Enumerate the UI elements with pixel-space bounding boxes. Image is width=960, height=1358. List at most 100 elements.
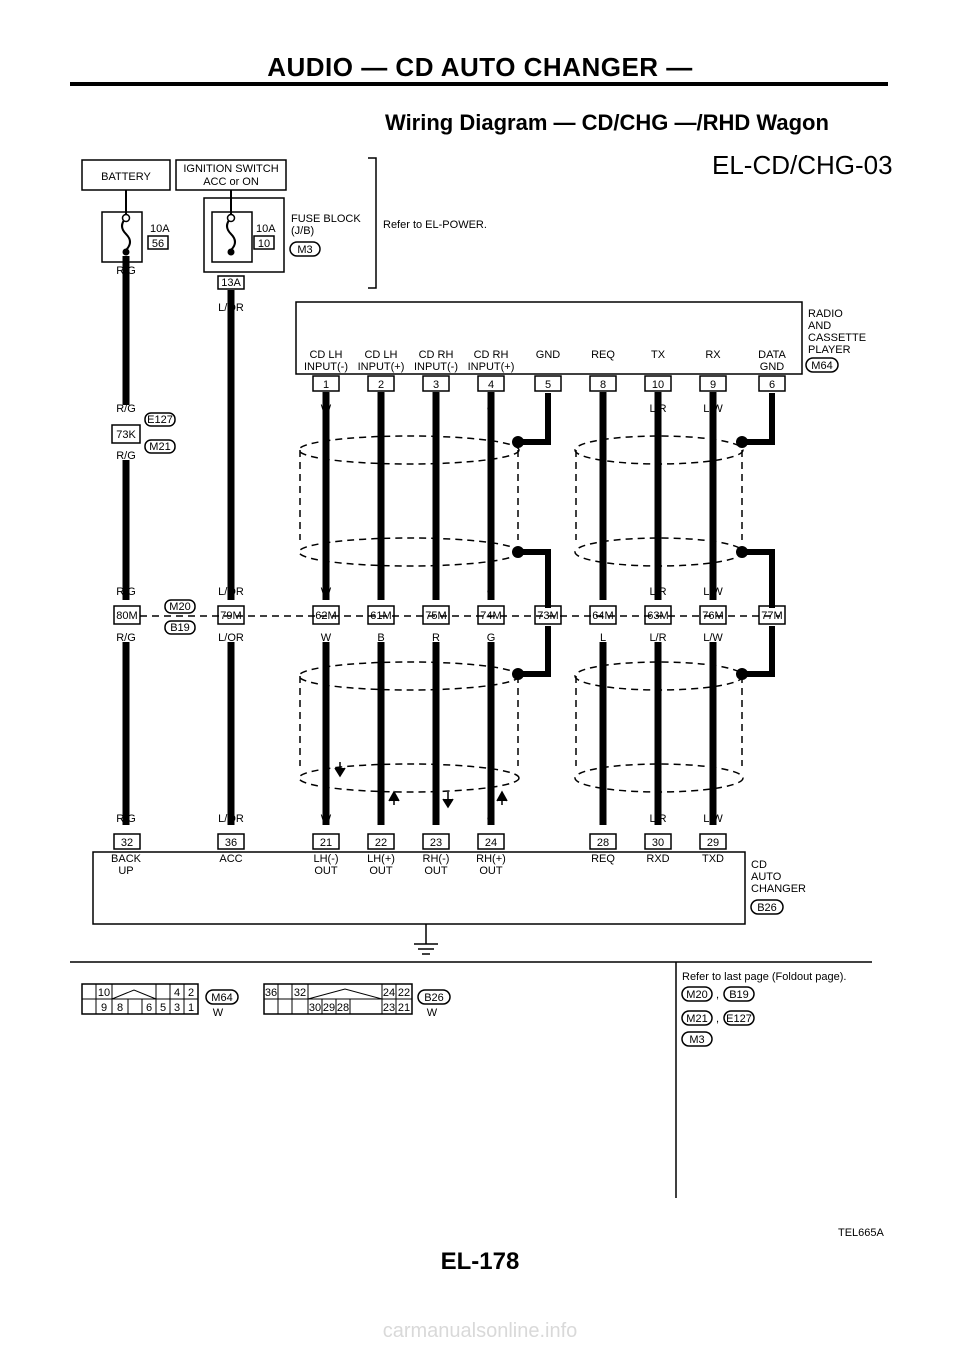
b26-view-color: W — [427, 1007, 438, 1019]
terminal-6-joint: 63M — [647, 610, 668, 622]
terminal-6-label-1: TX — [651, 349, 666, 361]
terminal-4-pin-box — [534, 375, 562, 392]
terminal-2-label-2: INPUT(-) — [414, 361, 458, 373]
watermark: carmanualsonline.info — [382, 1320, 578, 1342]
drain-gnd-low — [520, 626, 551, 677]
conn-m21: M21 — [149, 441, 170, 453]
terminal-2-wire-label-3: R — [432, 632, 440, 644]
terminal-7-wire-label-4: L/W — [703, 813, 723, 825]
arrow-rh-plus — [496, 790, 508, 805]
fuse1-box — [101, 211, 143, 263]
fuse1-number: 56 — [152, 238, 164, 250]
terminal-2-wire-label-2: R — [432, 586, 440, 598]
wire-label-rg-3: R/G — [116, 450, 136, 462]
terminal-6-out-1: RXD — [646, 853, 669, 865]
terminal-6-changer-pin: 30 — [652, 837, 664, 849]
acc-pin-box — [217, 833, 245, 850]
terminal-2-out-1: RH(-) — [423, 853, 450, 865]
conn-e127: E127 — [147, 414, 173, 426]
arrow-rh-minus — [442, 792, 454, 809]
fuse2-amp: 10A — [256, 223, 276, 235]
changer-name-2: AUTO — [751, 871, 782, 883]
radio-connector: M64 — [811, 360, 832, 372]
terminal-6-wire-label-4: L/R — [649, 813, 666, 825]
m64-pin-9: 9 — [101, 1002, 107, 1014]
terminal-6-pin: 10 — [652, 379, 664, 391]
radio-name-1: RADIO — [808, 308, 843, 320]
radio-name-2: AND — [808, 320, 831, 332]
m64-pin-5: 5 — [160, 1002, 166, 1014]
terminal-3-changer-pin: 24 — [485, 837, 497, 849]
terminal-3-out-1: RH(+) — [476, 853, 506, 865]
wire-label-lor-4: L/OR — [218, 813, 244, 825]
m64-pin-10: 10 — [98, 987, 110, 999]
terminal-1-pin-box — [367, 375, 395, 392]
fuse1-pin-top — [121, 213, 131, 223]
terminal-1-wire-label-4: B — [377, 813, 384, 825]
terminal-1-label-2: INPUT(+) — [358, 361, 405, 373]
terminal-2-pin: 3 — [433, 379, 439, 391]
shield-right-top-sides — [575, 450, 743, 540]
shield-left-top-upper — [298, 435, 520, 465]
terminal-0-wire-label-2: W — [321, 586, 332, 598]
terminal-4-label-1: GND — [536, 349, 561, 361]
terminal-8-joint: 77M — [761, 610, 782, 622]
drain-data-low-dot — [736, 668, 748, 680]
fuse2-terminal: 13A — [221, 277, 241, 289]
drain-gnd-mid-dot — [512, 546, 524, 558]
wire-label-rg-2: R/G — [116, 403, 136, 415]
ground-symbol — [414, 943, 438, 955]
conn-b19: B19 — [170, 622, 190, 634]
terminal-0-out-1: LH(-) — [313, 853, 338, 865]
b26-pin-22: 22 — [398, 987, 410, 999]
terminal-5-label-1: REQ — [591, 349, 615, 361]
m64-view-badge — [205, 989, 239, 1005]
joint-80m: 80M — [116, 610, 137, 622]
terminal-7-changer-pin: 29 — [707, 837, 719, 849]
terminal-5-changer-pin: 28 — [597, 837, 609, 849]
terminal-8-pin: 6 — [769, 379, 775, 391]
diagram-code: EL-CD/CHG-03 — [712, 150, 893, 180]
fuse2-symbol — [226, 190, 236, 255]
shield-right-top-upper — [574, 435, 744, 465]
changer-name-1: CD — [751, 859, 767, 871]
backup-label-1: BACK — [111, 853, 142, 865]
terminal-5-wire-label-1: L — [600, 403, 606, 415]
terminal-6-wire-label-2: L/R — [649, 586, 666, 598]
backup-pin-box — [113, 833, 141, 850]
terminal-3-label-1: CD RH — [474, 349, 509, 361]
terminal-2-wire-label-4: R — [432, 813, 440, 825]
drain-data-low — [744, 626, 775, 677]
changer-connector: B26 — [757, 902, 777, 914]
terminal-3-joint-box — [477, 605, 505, 625]
note-comma-1: , — [716, 989, 719, 1001]
shield-left-bottom-lower — [298, 763, 520, 793]
shield-left-top-lower — [298, 537, 520, 567]
terminal-2-wire-label-1: R — [432, 403, 440, 415]
drain-gnd-top — [520, 393, 551, 445]
fuse1-symbol — [121, 190, 131, 255]
fuse2-pin-bottom — [227, 248, 235, 256]
fuse-block-outline — [203, 197, 285, 273]
terminal-5-joint: 64M — [592, 610, 613, 622]
conn-b19-badge — [164, 620, 196, 635]
note-m3: M3 — [689, 1034, 704, 1046]
m64-pin-1: 1 — [188, 1002, 194, 1014]
radio-box — [295, 301, 803, 375]
terminal-7-joint-box — [699, 605, 727, 625]
note-b19-badge — [723, 986, 755, 1002]
ignition-label-1: IGNITION SWITCH — [183, 163, 278, 175]
arrow-lh-minus — [334, 762, 346, 778]
b26-pin-21: 21 — [398, 1002, 410, 1014]
terminal-0-wire-label-4: W — [321, 813, 332, 825]
shield-left-bottom-upper — [298, 661, 520, 691]
joint-73k-box — [111, 424, 141, 444]
terminal-1-out-2: OUT — [369, 865, 393, 877]
terminal-8-label-1: DATA — [758, 349, 786, 361]
terminal-7-pin: 9 — [710, 379, 716, 391]
joint-79m-box — [217, 605, 245, 625]
conn-e127-badge — [144, 412, 176, 427]
drain-gnd-low-dot — [512, 668, 524, 680]
m64-view-id: M64 — [211, 992, 232, 1004]
b26-pin-23: 23 — [383, 1002, 395, 1014]
